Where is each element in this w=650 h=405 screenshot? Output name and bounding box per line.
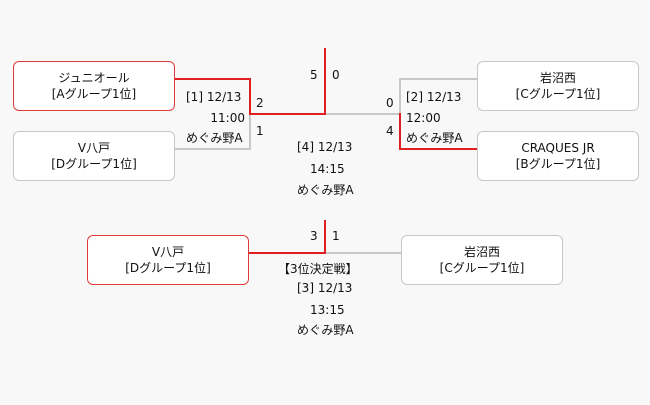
score: 1 bbox=[332, 229, 340, 243]
match-venue: めぐみ野A bbox=[186, 131, 243, 145]
team-group: [Dグループ1位] bbox=[51, 157, 137, 171]
team-group: [Cグループ1位] bbox=[439, 261, 525, 275]
score: 0 bbox=[332, 68, 340, 82]
match-number: [4] 12/13 bbox=[297, 140, 353, 154]
team-group: [Cグループ1位] bbox=[515, 87, 601, 101]
score: 5 bbox=[310, 68, 318, 82]
bracket-line bbox=[399, 113, 401, 150]
team-name: V八戸 bbox=[77, 141, 111, 155]
match-number: [1] 12/13 bbox=[186, 90, 242, 104]
team-group: [Dグループ1位] bbox=[125, 261, 211, 275]
bracket-line bbox=[324, 48, 326, 115]
bracket-line bbox=[175, 148, 251, 150]
match-venue: めぐみ野A bbox=[297, 183, 354, 197]
match-time: 12:00 bbox=[406, 111, 441, 125]
bracket-line bbox=[399, 148, 477, 150]
match-number: [3] 12/13 bbox=[297, 281, 353, 295]
score: 0 bbox=[386, 96, 394, 110]
third-place-title: 【3位決定戦】 bbox=[278, 262, 358, 276]
score: 4 bbox=[386, 124, 394, 138]
team-box-third-left[interactable]: V八戸 [Dグループ1位] bbox=[87, 235, 249, 285]
team-box-junior[interactable]: ジュニオール [Aグループ1位] bbox=[13, 61, 175, 111]
match-time: 14:15 bbox=[310, 162, 345, 176]
bracket-line bbox=[326, 252, 401, 254]
bracket-line bbox=[175, 78, 251, 80]
team-box-craques-jr[interactable]: CRAQUES JR [Bグループ1位] bbox=[477, 131, 639, 181]
match-time: 11:00 bbox=[210, 111, 245, 125]
team-box-third-right[interactable]: 岩沼西 [Cグループ1位] bbox=[401, 235, 563, 285]
team-name: CRAQUES JR bbox=[521, 141, 595, 155]
score: 1 bbox=[256, 124, 264, 138]
team-box-v-hachinohe[interactable]: V八戸 [Dグループ1位] bbox=[13, 131, 175, 181]
team-name: V八戸 bbox=[151, 245, 185, 259]
bracket-line bbox=[324, 220, 326, 254]
team-name: 岩沼西 bbox=[463, 245, 500, 259]
match-venue: めぐみ野A bbox=[406, 131, 463, 145]
bracket-line bbox=[249, 115, 251, 150]
match-number: [2] 12/13 bbox=[406, 90, 462, 104]
bracket-line bbox=[399, 78, 401, 115]
score: 2 bbox=[256, 96, 264, 110]
team-name: ジュニオール bbox=[58, 71, 130, 85]
team-box-iwanuma-nishi[interactable]: 岩沼西 [Cグループ1位] bbox=[477, 61, 639, 111]
bracket-line bbox=[249, 113, 326, 115]
bracket-line bbox=[399, 78, 477, 80]
team-group: [Aグループ1位] bbox=[51, 87, 137, 101]
team-group: [Bグループ1位] bbox=[515, 157, 601, 171]
bracket-line bbox=[249, 78, 251, 115]
team-name: 岩沼西 bbox=[539, 71, 576, 85]
bracket-line bbox=[249, 252, 326, 254]
match-time: 13:15 bbox=[310, 303, 345, 317]
match-venue: めぐみ野A bbox=[297, 323, 354, 337]
bracket-line bbox=[326, 113, 401, 115]
score: 3 bbox=[310, 229, 318, 243]
